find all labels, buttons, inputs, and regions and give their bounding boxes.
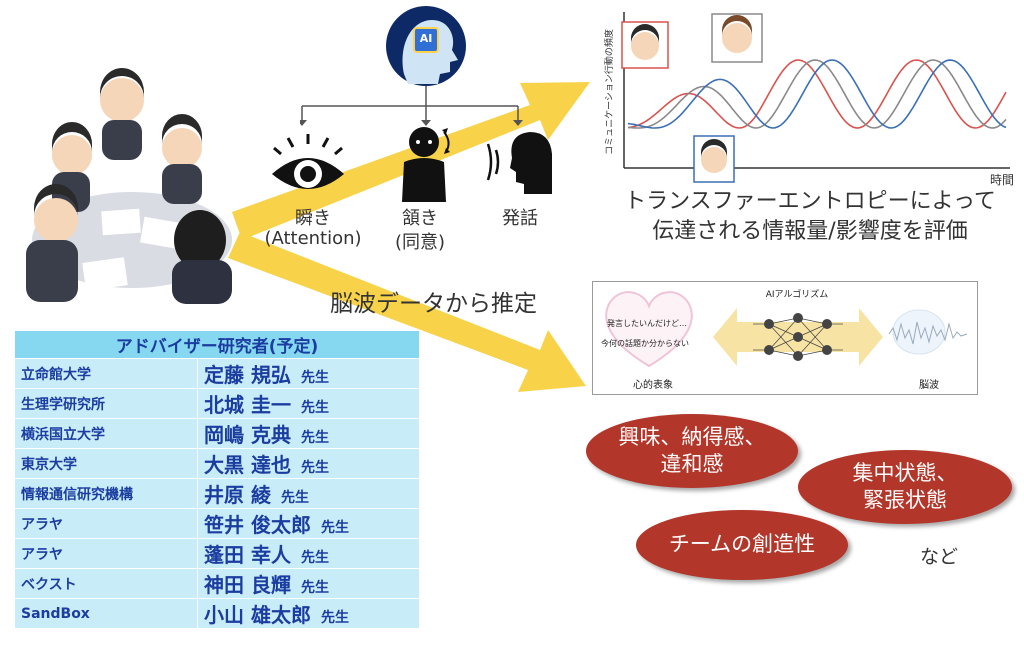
brainwave-icon: [888, 309, 968, 355]
advisor-name-text: 蓬田 幸人: [204, 543, 291, 567]
advisor-name-text: 小山 雄太郎: [204, 603, 311, 627]
heart-icon: [605, 291, 693, 368]
advisor-institution: 立命館大学: [14, 358, 198, 389]
advisor-name: 神田 良輝先生: [197, 568, 420, 599]
speech-line2: 今何の話題か分からない: [601, 339, 689, 348]
chart-ylabel: コミュニケーション行動の頻度: [603, 29, 615, 155]
action-sub-blink: (Attention): [264, 228, 362, 249]
advisor-name-text: 岡嶋 克典: [204, 423, 291, 447]
center-caption: 脳波データから推定: [330, 291, 537, 317]
chart-series-line: [627, 59, 1007, 129]
chart-caption-line1: トランスファーエントロピーによって: [624, 189, 996, 214]
advisor-name-text: 井原 綾: [204, 483, 271, 507]
advisor-row: 横浜国立大学岡嶋 克典先生: [14, 418, 420, 449]
action-label-nod: 頷き: [402, 208, 438, 229]
advisor-institution: ベクスト: [14, 568, 198, 599]
brainwave-label: 脳波: [919, 380, 939, 391]
advisor-name-text: 北城 圭一: [204, 393, 291, 417]
advisor-honorific: 先生: [300, 400, 329, 416]
etc-label: など: [920, 546, 959, 568]
advisor-institution: アラヤ: [14, 538, 198, 569]
eye-icon: [272, 134, 344, 189]
advisor-name: 定藤 規弘先生: [197, 358, 420, 389]
double-arrow-network: [713, 308, 883, 366]
advisor-honorific: 先生: [280, 490, 309, 506]
meeting-illustration: [26, 68, 232, 304]
chart-series-line: [627, 59, 1007, 129]
advisor-honorific: 先生: [300, 430, 329, 446]
advisor-row: 情報通信研究機構井原 綾先生: [14, 478, 420, 509]
advisor-institution: SandBox: [14, 598, 198, 629]
face-gray-icon: [711, 13, 763, 63]
advisor-table: アドバイザー研究者(予定) 立命館大学定藤 規弘先生生理学研究所北城 圭一先生横…: [14, 330, 420, 629]
advisor-name-text: 大黒 達也: [204, 453, 291, 477]
advisor-honorific: 先生: [300, 550, 329, 566]
advisor-row: 東京大学大黒 達也先生: [14, 448, 420, 479]
advisor-name: 北城 圭一先生: [197, 388, 420, 419]
advisor-institution: 情報通信研究機構: [14, 478, 198, 509]
advisor-institution: 生理学研究所: [14, 388, 198, 419]
ai-algorithm-title: AIアルゴリズム: [765, 290, 829, 300]
advisor-table-body: 立命館大学定藤 規弘先生生理学研究所北城 圭一先生横浜国立大学岡嶋 克典先生東京…: [14, 358, 420, 629]
ellipse-concentration: 集中状態、 緊張状態: [798, 450, 1012, 524]
chart-series-line: [627, 59, 1007, 129]
advisor-name-text: 定藤 規弘: [204, 363, 291, 387]
advisor-name: 小山 雄太郎先生: [197, 598, 420, 629]
advisor-row: アラヤ笹井 俊太郎先生: [14, 508, 420, 539]
chart-series-group: [627, 59, 1007, 129]
advisor-institution: 東京大学: [14, 448, 198, 479]
action-label-speak: 発話: [502, 208, 538, 229]
face-red-icon: [621, 21, 669, 69]
chart-xlabel: 時間: [990, 173, 1014, 187]
ai-connector: [300, 86, 523, 126]
advisor-name-text: 神田 良輝: [204, 573, 291, 597]
advisor-name: 大黒 達也先生: [197, 448, 420, 479]
ellipse-creativity-text: チームの創造性: [668, 532, 816, 557]
advisor-row: アラヤ蓬田 幸人先生: [14, 538, 420, 569]
advisor-row: 生理学研究所北城 圭一先生: [14, 388, 420, 419]
advisor-name: 井原 綾先生: [197, 478, 420, 509]
nodding-person-icon: [402, 127, 450, 202]
advisor-name: 蓬田 幸人先生: [197, 538, 420, 569]
speech-line1: 発言したいんだけど…: [607, 319, 687, 328]
lower-arrow: [228, 232, 586, 392]
advisor-row: ベクスト神田 良輝先生: [14, 568, 420, 599]
chart-caption-line2: 伝達される情報量/影響度を評価: [652, 219, 968, 244]
ellipse-interest: 興味、納得感、 違和感: [586, 414, 798, 488]
action-label-blink: 瞬き: [295, 208, 331, 229]
advisor-table-header: アドバイザー研究者(予定): [14, 330, 420, 359]
ellipse-interest-text: 興味、納得感、 違和感: [618, 424, 766, 476]
advisor-honorific: 先生: [300, 370, 329, 386]
ai-algorithm-box: 発言したいんだけど… 今何の話題か分からない 心的表象 AIアルゴリズム 脳波: [592, 281, 978, 395]
advisor-institution: アラヤ: [14, 508, 198, 539]
advisor-row: 立命館大学定藤 規弘先生: [14, 358, 420, 389]
ellipse-creativity: チームの創造性: [636, 510, 848, 580]
mental-rep-label: 心的表象: [633, 380, 673, 391]
advisor-honorific: 先生: [320, 610, 349, 626]
ai-label: AI: [419, 32, 433, 45]
advisor-name-text: 笹井 俊太郎: [204, 513, 311, 537]
ai-head-icon: AI: [384, 4, 468, 88]
face-blue-icon: [693, 135, 735, 183]
advisor-honorific: 先生: [300, 460, 329, 476]
advisor-institution: 横浜国立大学: [14, 418, 198, 449]
advisor-honorific: 先生: [300, 580, 329, 596]
advisor-name: 岡嶋 克典先生: [197, 418, 420, 449]
advisor-honorific: 先生: [320, 520, 349, 536]
advisor-name: 笹井 俊太郎先生: [197, 508, 420, 539]
frequency-chart: コミュニケーション行動の頻度 時間: [603, 12, 1014, 187]
ellipse-concentration-text: 集中状態、 緊張状態: [852, 460, 958, 512]
speaking-head-icon: [486, 132, 552, 194]
action-sub-nod: (同意): [394, 232, 446, 253]
